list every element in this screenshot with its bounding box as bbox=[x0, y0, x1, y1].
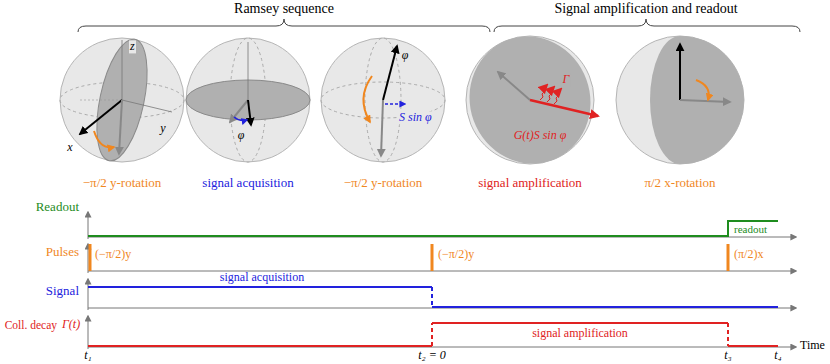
bloch-sphere bbox=[119, 100, 122, 154]
step-caption: signal acquisition bbox=[201, 176, 294, 190]
amplified-signal-label: G(t)S sin φ bbox=[513, 129, 568, 142]
readout-trace bbox=[88, 221, 778, 236]
decay-trace bbox=[88, 323, 778, 346]
bloch-sphere bbox=[547, 87, 554, 102]
bloch-sphere bbox=[540, 85, 547, 100]
pulse-bar bbox=[727, 244, 730, 271]
time-tick: t₄ bbox=[773, 349, 783, 362]
step-caption: −π/2 y-rotation bbox=[82, 176, 163, 190]
pulse-bar bbox=[90, 244, 728, 271]
bar-label: signal amplification bbox=[531, 327, 629, 340]
time-axis bbox=[88, 244, 89, 273]
bloch-sphere bbox=[122, 100, 172, 112]
axis-title: Time bbox=[799, 339, 826, 352]
bloch-sphere bbox=[80, 100, 122, 134]
bloch-sphere bbox=[650, 36, 744, 164]
bloch-sphere bbox=[248, 42, 249, 100]
bloch-sphere bbox=[554, 89, 561, 104]
bloch-sphere bbox=[321, 38, 445, 162]
bloch-sphere bbox=[381, 100, 383, 156]
step-caption: signal amplification bbox=[477, 176, 583, 190]
bar-label: readout bbox=[733, 223, 768, 235]
bloch-sphere bbox=[321, 38, 445, 162]
bloch-sphere bbox=[452, 19, 609, 180]
brace bbox=[78, 19, 800, 32]
decay-trace bbox=[727, 323, 729, 346]
bar-label: signal acquisition bbox=[219, 271, 305, 284]
bloch-sphere bbox=[80, 100, 122, 101]
bloch-sphere bbox=[385, 103, 405, 105]
bloch-sphere bbox=[94, 131, 114, 147]
time-tick: t₁ bbox=[83, 349, 93, 362]
row-label: Readout bbox=[35, 200, 80, 214]
pulse-bar bbox=[89, 244, 92, 271]
bloch-sphere bbox=[498, 72, 530, 100]
time-axis bbox=[88, 308, 796, 309]
bloch-sphere bbox=[230, 100, 248, 122]
bloch-sphere bbox=[60, 35, 184, 165]
row-label: Γ(t) bbox=[61, 318, 81, 331]
bloch-sphere bbox=[680, 100, 730, 102]
signal-trace bbox=[431, 287, 433, 307]
time-tick: t₃ bbox=[723, 349, 733, 362]
signal-trace bbox=[88, 287, 778, 307]
phase-label: φ bbox=[401, 49, 410, 62]
bloch-sphere bbox=[383, 46, 397, 100]
phase-label: φ bbox=[237, 129, 246, 142]
bloch-sphere bbox=[452, 19, 609, 180]
bloch-sphere bbox=[616, 36, 744, 164]
signal-trace bbox=[432, 306, 778, 308]
row-label: Pulses bbox=[45, 245, 80, 259]
decay-trace bbox=[432, 322, 728, 324]
axis-label: x bbox=[66, 141, 73, 154]
time-axis bbox=[88, 212, 796, 349]
decay-trace bbox=[431, 323, 433, 346]
bloch-sphere bbox=[234, 117, 247, 121]
bloch-sphere bbox=[363, 76, 372, 122]
time-axis bbox=[88, 271, 796, 272]
bloch-sphere bbox=[186, 38, 310, 162]
time-tick: t₂ = 0 bbox=[417, 349, 447, 362]
time-axis bbox=[88, 212, 89, 239]
bloch-sphere bbox=[540, 85, 561, 104]
signal-label: S sin φ bbox=[398, 111, 433, 124]
decay-trace bbox=[88, 345, 432, 347]
pulse-label: (−π/2)y bbox=[437, 248, 475, 261]
pulse-bar bbox=[431, 244, 434, 271]
brace bbox=[78, 19, 490, 32]
bloch-sphere bbox=[696, 80, 709, 100]
pulse-label: (π/2)x bbox=[733, 248, 764, 261]
time-axis bbox=[88, 347, 796, 348]
group-heading: Signal amplification and readout bbox=[553, 1, 738, 16]
axis-label: z bbox=[129, 40, 136, 53]
row-label: Coll. decay bbox=[4, 319, 58, 332]
bloch-sphere bbox=[679, 44, 681, 100]
bloch-sphere bbox=[248, 100, 251, 125]
brace bbox=[494, 19, 800, 32]
axis-label: y bbox=[159, 122, 166, 135]
step-caption: −π/2 y-rotation bbox=[343, 176, 424, 190]
time-axis bbox=[88, 316, 89, 349]
pulse-label: (−π/2)y bbox=[94, 248, 132, 261]
bloch-sphere bbox=[365, 38, 401, 162]
bloch-sphere bbox=[616, 36, 744, 164]
group-heading: Ramsey sequence bbox=[233, 1, 335, 16]
row-label: Signal bbox=[45, 284, 80, 298]
bloch-sphere bbox=[122, 40, 123, 100]
bloch-sphere bbox=[186, 38, 310, 162]
time-axis bbox=[88, 279, 89, 310]
decay-trace bbox=[728, 345, 778, 347]
step-caption: π/2 x-rotation bbox=[643, 176, 716, 190]
bloch-sphere bbox=[530, 100, 598, 116]
decay-label: Γ bbox=[562, 73, 571, 86]
signal-trace bbox=[88, 286, 432, 288]
